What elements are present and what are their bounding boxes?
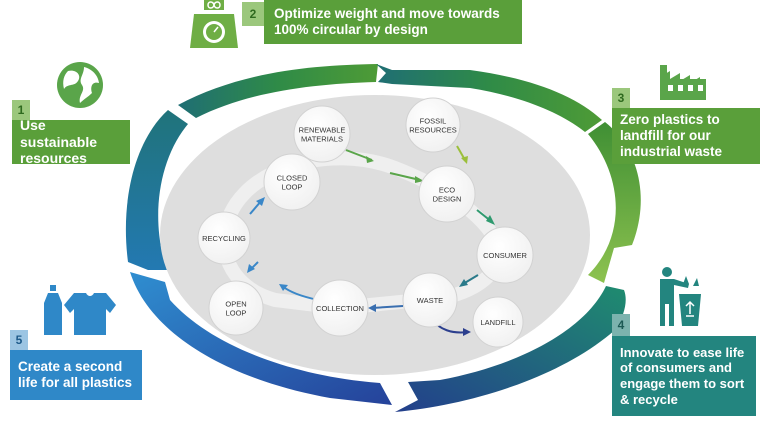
node-label: LOOP <box>226 309 247 318</box>
node-recycling: RECYCLING <box>197 211 251 265</box>
bottle-tshirt-icon <box>44 285 116 335</box>
node-label: FOSSIL <box>420 117 447 126</box>
node-circle <box>402 272 458 328</box>
step-4-number: 4 <box>612 314 630 336</box>
ring-segment-bottom-left <box>130 272 392 405</box>
node-label: MATERIALS <box>301 135 343 144</box>
node-label: CONSUMER <box>483 251 527 260</box>
node-waste: WASTE <box>402 272 458 328</box>
node-circle <box>405 97 461 153</box>
step-5-number: 5 <box>10 330 28 350</box>
step-3-number: 3 <box>612 88 630 108</box>
node-circle <box>208 280 264 336</box>
step-1-text: Use sustainable resources <box>12 117 130 166</box>
ring-segment-bottom-right <box>395 286 626 412</box>
step-2-number: 2 <box>242 2 264 26</box>
node-circle <box>418 165 476 223</box>
outer-cycle-ring <box>125 64 641 412</box>
node-landfill: LANDFILL <box>472 296 524 348</box>
arrowhead-fossil-to-eco <box>461 156 468 164</box>
ring-segment-top <box>178 64 378 118</box>
step-1-number: 1 <box>12 100 30 120</box>
step-2-callout: 2 Optimize weight and move towards 100% … <box>242 0 522 44</box>
scale-icon <box>190 0 238 48</box>
node-label: LANDFILL <box>480 318 515 327</box>
step-3-text: Zero plastics to landfill for our indust… <box>612 108 760 164</box>
node-label: COLLECTION <box>316 304 364 313</box>
node-collection: COLLECTION <box>311 279 369 337</box>
node-circle <box>311 279 369 337</box>
step-4-text: Innovate to ease life of consumers and e… <box>612 336 756 416</box>
globe-icon <box>57 62 103 108</box>
step-1-callout: 1 Use sustainable resources <box>12 100 130 166</box>
ring-arrow-top <box>376 64 602 132</box>
node-circle <box>197 211 251 265</box>
arrow-waste-to-collection <box>371 305 404 309</box>
node-consumer: CONSUMER <box>476 226 534 284</box>
factory-icon <box>660 65 706 100</box>
arrowhead-waste-to-landfill <box>463 328 471 336</box>
node-label: RENEWABLE <box>299 126 346 135</box>
recycling-person-icon <box>660 267 701 326</box>
step-4-callout: 4 Innovate to ease life of consumers and… <box>612 314 756 416</box>
node-label: OPEN <box>225 300 246 309</box>
arrowhead-collection-to-recycling <box>247 264 255 273</box>
node-circle <box>263 153 321 211</box>
arrowhead-renewable-to-eco <box>366 156 374 163</box>
node-circle <box>472 296 524 348</box>
arrowhead-consumer-to-waste <box>459 279 468 287</box>
step-2-text: Optimize weight and move towards 100% ci… <box>264 0 522 44</box>
node-label: DESIGN <box>433 195 462 204</box>
node-label: ECO <box>439 186 455 195</box>
step-5-callout: 5 Create a second life for all plastics <box>10 330 142 400</box>
step-3-callout: 3 Zero plastics to landfill for our indu… <box>612 88 760 164</box>
arrowhead-collection-to-openloop <box>279 284 288 291</box>
node-label: WASTE <box>417 296 443 305</box>
arrowhead-waste-to-collection <box>368 304 376 312</box>
node-circle <box>293 105 351 163</box>
node-label: RECYCLING <box>202 234 246 243</box>
node-label: RESOURCES <box>409 126 457 135</box>
step-5-text: Create a second life for all plastics <box>10 350 142 400</box>
node-label: CLOSED <box>277 174 308 183</box>
arrowhead-eco-to-consumer <box>486 215 495 225</box>
arrowhead-recycling-to-closedloop <box>256 197 265 206</box>
node-circle <box>476 226 534 284</box>
node-label: LOOP <box>282 183 303 192</box>
ring-segment-left <box>125 110 188 270</box>
